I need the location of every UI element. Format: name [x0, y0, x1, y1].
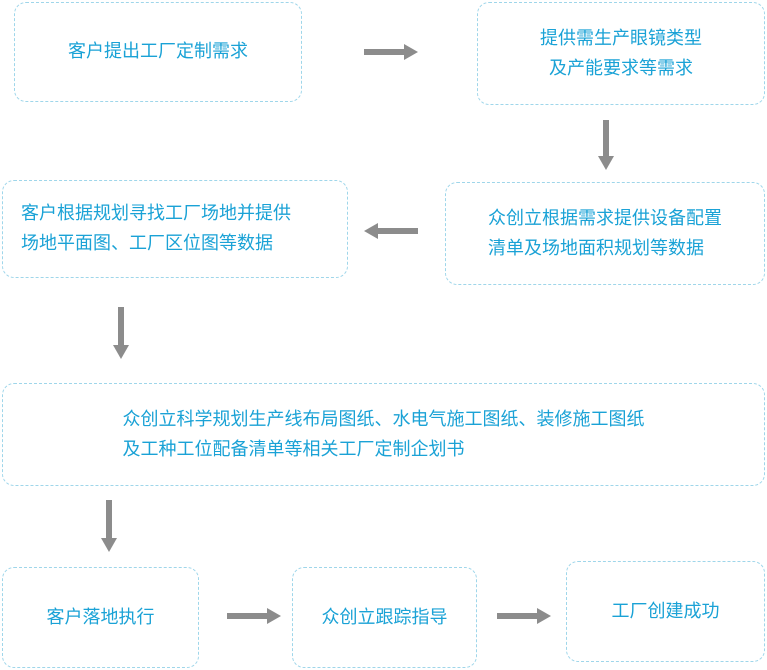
step-customer-site-line-2: 场地平面图、工厂区位图等数据 [21, 233, 273, 254]
step-customer-site: 客户根据规划寻找工厂场地并提供 场地平面图、工厂区位图等数据 [2, 180, 348, 278]
step-factory-success-line-1: 工厂创建成功 [611, 600, 720, 622]
step-customer-request: 客户提出工厂定制需求 [14, 2, 302, 102]
step-provide-requirements-line-1: 提供需生产眼镜类型 [540, 27, 702, 49]
step-provide-requirements: 提供需生产眼镜类型 及产能要求等需求 [477, 2, 765, 105]
arrow-down-2 [113, 307, 129, 359]
step-factory-plan-document-line-2: 及工种工位配备清单等相关工厂定制企划书 [122, 438, 465, 460]
step-customer-execute: 客户落地执行 [2, 567, 199, 668]
step-follow-up-guidance: 众创立跟踪指导 [292, 567, 477, 668]
arrow-right-1 [364, 44, 418, 60]
step-equipment-plan-line-1: 众创立根据需求提供设备配置 [488, 207, 722, 229]
step-equipment-plan: 众创立根据需求提供设备配置 清单及场地面积规划等数据 [445, 182, 765, 285]
step-factory-plan-document-line-1: 众创立科学规划生产线布局图纸、水电气施工图纸、装修施工图纸 [122, 408, 645, 430]
step-customer-request-line-1: 客户提出工厂定制需求 [68, 41, 248, 62]
step-customer-site-line-1: 客户根据规划寻找工厂场地并提供 [21, 203, 291, 224]
step-equipment-plan-line-2: 清单及场地面积规划等数据 [488, 237, 704, 259]
arrow-down-3 [101, 500, 117, 552]
step-follow-up-guidance-line-1: 众创立跟踪指导 [321, 606, 448, 628]
arrow-down-1 [598, 120, 614, 170]
step-factory-success: 工厂创建成功 [566, 561, 765, 662]
arrow-left-1 [364, 223, 418, 239]
arrow-right-3 [497, 608, 551, 624]
step-factory-plan-document: 众创立科学规划生产线布局图纸、水电气施工图纸、装修施工图纸 及工种工位配备清单等… [2, 383, 765, 486]
step-provide-requirements-line-2: 及产能要求等需求 [549, 57, 693, 79]
step-customer-execute-line-1: 客户落地执行 [46, 606, 155, 628]
arrow-right-2 [227, 608, 281, 624]
